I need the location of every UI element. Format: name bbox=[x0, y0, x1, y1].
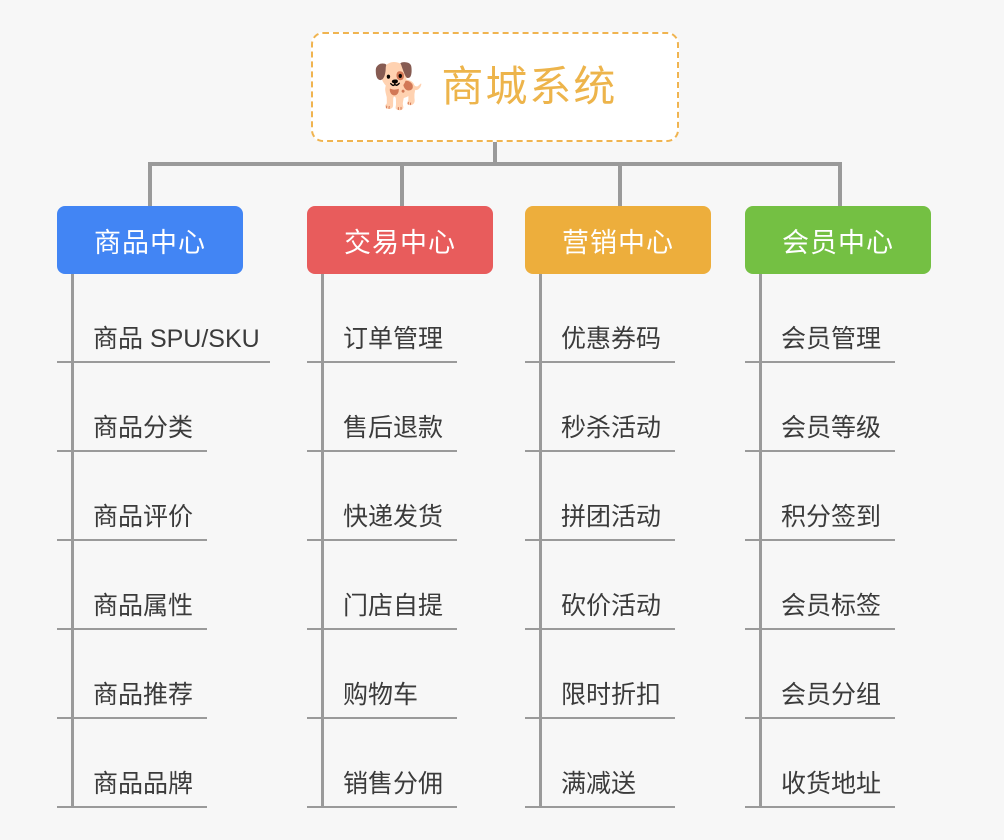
leaf-label: 满减送 bbox=[561, 769, 637, 798]
list-item[interactable]: 售后退款 bbox=[307, 363, 457, 452]
leaf-label: 优惠券码 bbox=[561, 324, 662, 353]
list-item[interactable]: 会员分组 bbox=[745, 630, 895, 719]
leaf-label: 限时折扣 bbox=[561, 680, 662, 709]
branch-body-1: 订单管理 售后退款 快递发货 门店自提 购物车 销售分佣 bbox=[307, 274, 493, 808]
leaf-label: 快递发货 bbox=[343, 502, 444, 531]
list-item[interactable]: 商品 SPU/SKU bbox=[57, 274, 270, 363]
leaf-label: 会员分组 bbox=[781, 680, 882, 709]
branch-product-center: 商品中心 商品 SPU/SKU 商品分类 商品评价 商品属性 商品推荐 商品品牌 bbox=[57, 206, 270, 808]
list-item[interactable]: 订单管理 bbox=[307, 274, 457, 363]
leaf-label: 商品品牌 bbox=[93, 769, 194, 798]
list-item[interactable]: 购物车 bbox=[307, 630, 457, 719]
branch-trade-center: 交易中心 订单管理 售后退款 快递发货 门店自提 购物车 销售分佣 bbox=[307, 206, 493, 808]
list-item[interactable]: 商品分类 bbox=[57, 363, 207, 452]
list-item[interactable]: 商品评价 bbox=[57, 452, 207, 541]
leaf-label: 售后退款 bbox=[343, 413, 444, 442]
connector-drop-1 bbox=[400, 162, 404, 206]
list-item[interactable]: 商品品牌 bbox=[57, 719, 207, 808]
list-item[interactable]: 拼团活动 bbox=[525, 452, 675, 541]
leaf-label: 会员标签 bbox=[781, 591, 882, 620]
list-item[interactable]: 会员管理 bbox=[745, 274, 895, 363]
root-title: 商城系统 bbox=[441, 63, 618, 110]
leaf-label: 商品评价 bbox=[93, 502, 194, 531]
list-item[interactable]: 满减送 bbox=[525, 719, 675, 808]
branch-spine-0 bbox=[71, 274, 74, 808]
leaf-label: 收货地址 bbox=[781, 769, 882, 798]
list-item[interactable]: 积分签到 bbox=[745, 452, 895, 541]
root-node[interactable]: 🐕 商城系统 bbox=[311, 32, 679, 142]
branch-header-2[interactable]: 营销中心 bbox=[525, 206, 711, 274]
list-item[interactable]: 销售分佣 bbox=[307, 719, 457, 808]
branch-member-center: 会员中心 会员管理 会员等级 积分签到 会员标签 会员分组 收货地址 bbox=[745, 206, 931, 808]
branch-header-1[interactable]: 交易中心 bbox=[307, 206, 493, 274]
list-item[interactable]: 秒杀活动 bbox=[525, 363, 675, 452]
connector-root-stem bbox=[493, 142, 497, 164]
list-item[interactable]: 商品推荐 bbox=[57, 630, 207, 719]
leaf-label: 秒杀活动 bbox=[561, 413, 662, 442]
leaf-label: 商品推荐 bbox=[93, 680, 194, 709]
connector-drop-3 bbox=[838, 162, 842, 206]
list-item[interactable]: 砍价活动 bbox=[525, 541, 675, 630]
list-item[interactable]: 会员标签 bbox=[745, 541, 895, 630]
leaf-label: 商品 SPU/SKU bbox=[93, 324, 260, 353]
list-item[interactable]: 收货地址 bbox=[745, 719, 895, 808]
branch-marketing-center: 营销中心 优惠券码 秒杀活动 拼团活动 砍价活动 限时折扣 满减送 bbox=[525, 206, 711, 808]
list-item[interactable]: 会员等级 bbox=[745, 363, 895, 452]
list-item[interactable]: 优惠券码 bbox=[525, 274, 675, 363]
branch-spine-3 bbox=[759, 274, 762, 808]
branch-header-0[interactable]: 商品中心 bbox=[57, 206, 243, 274]
leaf-label: 会员管理 bbox=[781, 324, 882, 353]
leaf-label: 门店自提 bbox=[343, 591, 444, 620]
leaf-label: 砍价活动 bbox=[561, 591, 662, 620]
connector-bus-bar bbox=[148, 162, 842, 166]
list-item[interactable]: 限时折扣 bbox=[525, 630, 675, 719]
leaf-label: 商品属性 bbox=[93, 591, 194, 620]
branch-spine-2 bbox=[539, 274, 542, 808]
branch-body-2: 优惠券码 秒杀活动 拼团活动 砍价活动 限时折扣 满减送 bbox=[525, 274, 711, 808]
leaf-label: 销售分佣 bbox=[343, 769, 444, 798]
list-item[interactable]: 商品属性 bbox=[57, 541, 207, 630]
leaf-label: 购物车 bbox=[343, 680, 419, 709]
leaf-label: 积分签到 bbox=[781, 502, 882, 531]
connector-drop-2 bbox=[618, 162, 622, 206]
leaf-label: 拼团活动 bbox=[561, 502, 662, 531]
branch-body-0: 商品 SPU/SKU 商品分类 商品评价 商品属性 商品推荐 商品品牌 bbox=[57, 274, 270, 808]
leaf-label: 订单管理 bbox=[343, 324, 444, 353]
leaf-label: 会员等级 bbox=[781, 413, 882, 442]
list-item[interactable]: 快递发货 bbox=[307, 452, 457, 541]
connector-drop-0 bbox=[148, 162, 152, 206]
leaf-label: 商品分类 bbox=[93, 413, 194, 442]
branch-header-3[interactable]: 会员中心 bbox=[745, 206, 931, 274]
branch-spine-1 bbox=[321, 274, 324, 808]
branch-body-3: 会员管理 会员等级 积分签到 会员标签 会员分组 收货地址 bbox=[745, 274, 931, 808]
list-item[interactable]: 门店自提 bbox=[307, 541, 457, 630]
shiba-dog-icon: 🐕 bbox=[372, 62, 428, 111]
